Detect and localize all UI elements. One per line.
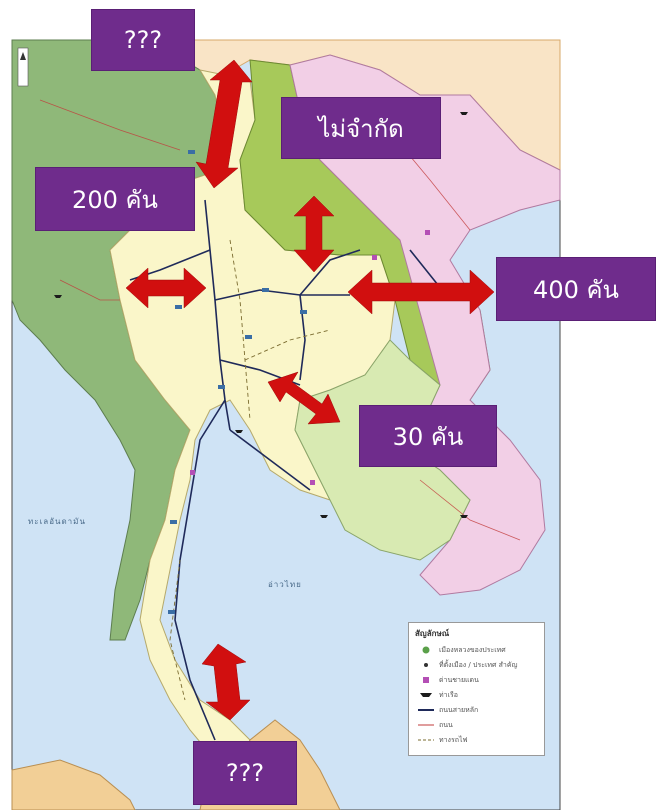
city-markers: [168, 150, 307, 614]
legend-item-label: เมืองหลวงของประเทศ: [439, 645, 506, 654]
dashed-line-icon: [417, 738, 435, 742]
legend-item-label: ที่ตั้งเมือง / ประเทศ สำคัญ: [439, 660, 518, 669]
map-legend: สัญลักษณ์ เมืองหลวงของประเทศ ที่ตั้งเมือ…: [408, 622, 545, 756]
legend-item-label: ท่าเรือ: [439, 690, 458, 699]
callout-cambodia: 30 คัน: [360, 406, 496, 466]
arrow-cambodia: [267, 371, 341, 425]
red-line-icon: [417, 723, 435, 727]
legend-item: ที่ตั้งเมือง / ประเทศ สำคัญ: [417, 660, 518, 670]
arrow-east: [347, 269, 495, 315]
railway-lines: [169, 239, 331, 701]
legend-item: ท่าเรือ: [417, 690, 458, 700]
sumatra-region: [11, 759, 136, 810]
trade-arrows: [125, 59, 495, 721]
arrow-north: [195, 59, 253, 189]
gulf-of-thailand-label: อ่าวไทย: [268, 580, 302, 589]
arrow-west: [125, 267, 207, 309]
legend-item: ด่านชายแดน: [417, 675, 479, 685]
purple-square-icon: [417, 676, 435, 684]
callout-malaysia-south: ???: [194, 742, 296, 804]
dot-icon: [417, 662, 435, 668]
arrow-south: [201, 643, 251, 721]
legend-item: ทางรถไฟ: [417, 735, 467, 745]
andaman-sea-label: ทะเลอันดามัน: [28, 517, 86, 526]
legend-title: สัญลักษณ์: [415, 629, 450, 638]
legend-item: ถนนสายหลัก: [417, 705, 478, 715]
legend-item-label: ถนนสายหลัก: [439, 705, 479, 714]
legend-item: ถนน: [417, 720, 453, 730]
callout-laos: ไม่จำกัด: [282, 98, 440, 158]
green-circle-icon: [417, 646, 435, 654]
legend-item-label: ด่านชายแดน: [439, 675, 479, 684]
callout-myanmar-west: 200 คัน: [36, 168, 194, 230]
border-crossings: [190, 230, 430, 485]
thailand-region: [109, 69, 396, 761]
north-arrow-icon: [17, 47, 29, 87]
arrow-laos: [293, 195, 335, 273]
legend-item: เมืองหลวงของประเทศ: [417, 645, 506, 655]
legend-item-label: ทางรถไฟ: [439, 735, 468, 744]
legend-item-label: ถนน: [439, 720, 453, 729]
callout-north-top: ???: [92, 10, 194, 70]
ship-icon: [417, 692, 435, 698]
port-markers: [54, 112, 468, 518]
dark-line-icon: [417, 708, 435, 712]
callout-vietnam-east: 400 คัน: [497, 258, 655, 320]
